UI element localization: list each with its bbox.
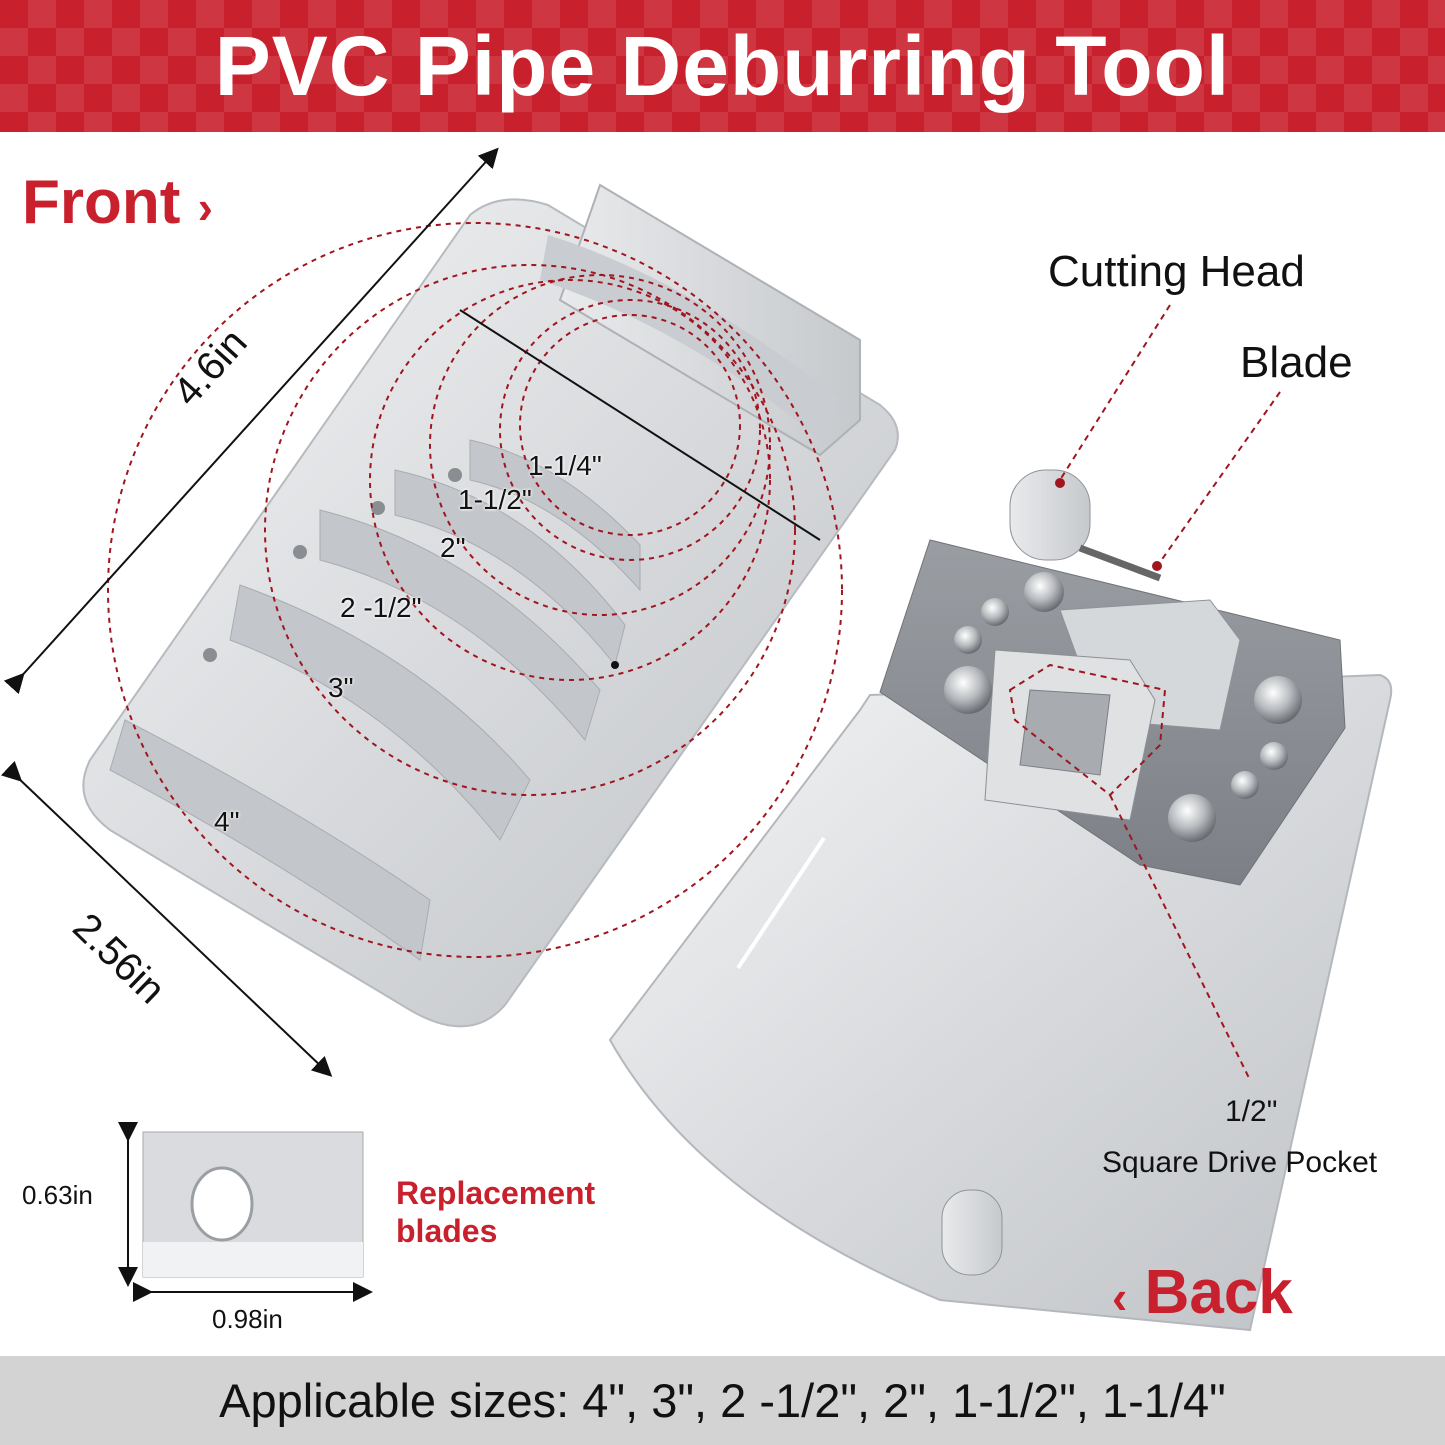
back-tool — [608, 469, 1393, 1332]
blade-callout: Blade — [1240, 338, 1353, 387]
blade-width-dimension: 0.98in — [212, 1304, 283, 1334]
size-label-2: 2" — [440, 532, 466, 563]
size-label-4: 4" — [214, 806, 240, 837]
size-label-1-1-2: 1-1/2" — [458, 484, 532, 515]
back-label: ‹ Back — [1112, 1258, 1293, 1327]
callout-lines — [1008, 304, 1281, 1081]
chevron-left-icon: ‹ — [1112, 1271, 1128, 1323]
replacement-blades-label: Replacement blades — [396, 1175, 596, 1249]
drive-pocket-callout: Square Drive Pocket — [1102, 1146, 1378, 1179]
size-label-3: 3" — [328, 672, 354, 703]
applicable-sizes-footer: Applicable sizes: 4", 3", 2 -1/2", 2", 1… — [0, 1356, 1445, 1445]
title-banner: PVC Pipe Deburring Tool — [0, 0, 1445, 132]
chevron-right-icon: › — [197, 181, 213, 233]
size-label-1-1-4: 1-1/4" — [528, 450, 602, 481]
applicable-sizes-text: Applicable sizes: 4", 3", 2 -1/2", 2", 1… — [219, 1374, 1226, 1427]
drive-size-callout: 1/2" — [1225, 1095, 1278, 1128]
size-label-2-1-2: 2 -1/2" — [340, 592, 422, 623]
replacement-blade — [142, 1131, 364, 1278]
front-label: Front › — [22, 168, 213, 237]
cutting-head-callout: Cutting Head — [1048, 247, 1305, 296]
blade-height-dimension: 0.63in — [22, 1180, 93, 1210]
page-title: PVC Pipe Deburring Tool — [214, 19, 1231, 113]
